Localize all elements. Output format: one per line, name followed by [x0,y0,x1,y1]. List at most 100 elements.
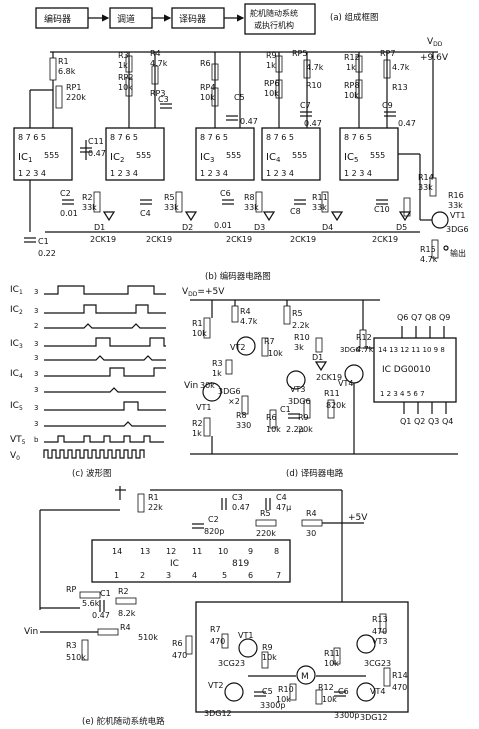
caption-e: (e) 舵机随动系统电路 [82,716,165,727]
ic4 [261,127,321,181]
rp7-value: 4.7k [392,63,410,72]
r16 [403,197,411,217]
rp5-value: 4.7k [306,63,324,72]
dec-vin-label: Vin [184,381,198,391]
ic1-pins-top: 8 7 6 5 [18,133,46,142]
ic3-pins-bottom: 1 2 3 4 [200,169,228,178]
servo-r3 [81,639,89,661]
servo-vin: Vin [24,627,38,637]
dec-vt1 [202,382,222,402]
c11-value: 0.47 [88,149,106,158]
dec-r4 [231,305,239,323]
dec-vt3-value: 3DG6 [288,397,311,406]
c1-value: 0.22 [38,249,56,258]
servo-c4-label: C4 [276,493,287,502]
decoder-circuit: VDD=+5V R1 10k R4 4.7k R5 2.2k R12 4.7k … [182,287,458,479]
servo-pin-4: 4 [192,571,197,580]
dec-r8-label: R8 [236,411,247,420]
wave-pin-8: 3 [34,420,38,428]
servo-r14-label: R14 [392,671,408,680]
rp7-label: RP7 [380,49,395,58]
dec-q9: Q9 [439,313,450,322]
servo-r11-value: 10k [324,659,339,668]
ic1 [13,127,73,181]
servo-r4b-label: R4 [120,623,131,632]
block-decoder-label: 译码器 [179,14,206,25]
caption-d: (d) 译码器电路 [286,468,344,479]
servo-vt1 [238,638,258,658]
dec-c1-label: C1 [280,405,291,414]
dec-d1 [314,361,328,372]
c7-value: 0.47 [304,119,322,128]
dec-r7-value: 10k [268,349,283,358]
dec-ic-dg0010 [373,337,457,403]
servo-pin-8: 8 [274,547,279,556]
wave-ic3-3 [44,337,166,347]
servo-r4 [301,519,323,527]
servo-c3-value: 0.47 [232,503,250,512]
servo-rp [79,591,101,599]
dec-vt1-x: ×2 [228,397,240,406]
d2 [184,211,198,222]
wave-pin-6: 3 [34,386,38,394]
c6-value: 0.01 [214,221,232,230]
r8 [255,191,263,213]
servo-pin-12: 12 [166,547,176,556]
c10-label: C10 [374,205,390,214]
wave-label-v0: V0 [10,451,20,462]
ic2-pins-bottom: 1 2 3 4 [110,169,138,178]
servo-r1-value: 22k [148,503,163,512]
wave-label-ic3: IC3 [10,339,23,350]
dec-ic-pins-top: 14 13 12 11 10 9 8 [378,346,445,354]
dec-r10-value: 3k [294,343,304,352]
dec-q1: Q1 [400,417,411,426]
dec-r2-value: 1k [192,429,202,438]
wave-ic4-2 [44,387,166,393]
d4-value: 2CK19 [290,235,316,244]
wave-ic5-3 [44,401,166,411]
ic4-pins-bottom: 1 2 3 4 [266,169,294,178]
block-servo-label-1: 舵机随动系统 [250,8,298,18]
servo-c1-value: 0.47 [92,611,110,620]
servo-c6-label: C6 [338,687,349,696]
dec-r9-value: 20k [298,425,313,434]
wave-ic4-3 [44,367,166,377]
servo-c6-value: 3300p [334,711,359,720]
ic2-pins-top: 8 7 6 5 [110,133,138,142]
dec-vt4-value: 3DG6 [340,346,360,354]
vdd-value: +9.6V [420,53,449,63]
dec-r9-label: R9 [298,413,309,422]
d5-label: D5 [396,223,407,232]
rp1-value: 220k [66,93,86,102]
r11-value: 33k [312,203,327,212]
block-channel-label: 调道 [117,13,135,25]
block-servo [244,3,316,35]
dec-q4: Q4 [442,417,453,426]
dec-r11 [327,399,335,419]
r2-label: R2 [82,193,93,202]
servo-rp-label: RP [66,585,77,594]
r1 [49,57,57,81]
r1-label: R1 [58,57,69,66]
caption-c: (c) 波形图 [72,468,112,479]
wave-ic2-2 [44,323,166,329]
wave-label-vt5: VT5 [10,435,26,446]
decoder-vdd: VDD=+5V [182,287,225,298]
r9-label: R9 [266,51,277,60]
wave-label-ic5: IC5 [10,401,23,412]
servo-r5-label: R5 [260,509,271,518]
servo-r7 [221,633,229,649]
dec-r4-value: 4.7k [240,317,258,326]
dec-vt1-value: 3DG6 [218,387,241,396]
r15 [431,239,439,259]
servo-r1 [137,493,145,513]
r12-value: 1k [346,63,356,72]
servo-pin-3: 3 [166,571,171,580]
r1-value: 6.8k [58,67,76,76]
servo-r3-label: R3 [66,641,77,650]
c2-label: C2 [60,189,71,198]
dec-r5 [283,305,291,325]
wave-pin-3: 3 [34,340,38,348]
dec-q6: Q6 [397,313,408,322]
